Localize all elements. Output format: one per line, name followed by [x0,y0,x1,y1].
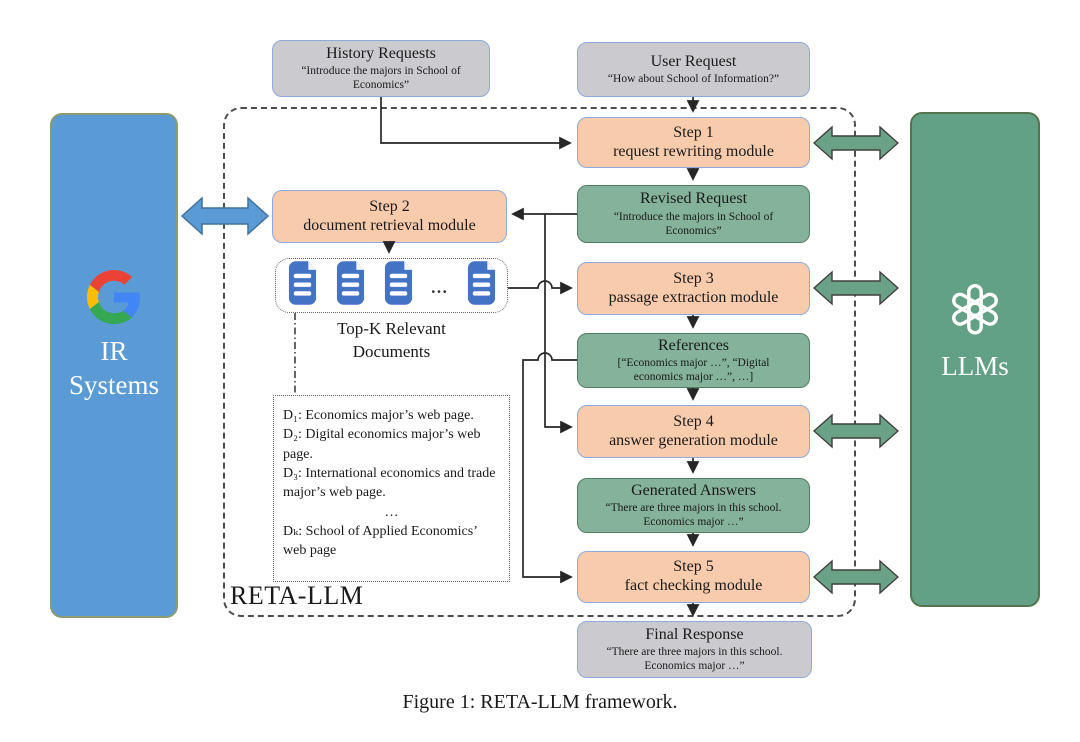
final-response-node: Final Response “There are three majors i… [577,621,812,678]
revised-request-node: Revised Request “Introduce the majors in… [577,185,810,243]
final-response-title: Final Response [645,625,744,643]
step5-node: Step 5 fact checking module [577,551,810,603]
final-response-quote: “There are three majors in this school. … [606,646,783,673]
llms-label: LLMs [941,351,1009,382]
step5-subtitle: fact checking module [624,577,763,594]
topk-label: Top-K Relevant Documents [275,318,508,364]
step2-node: Step 2 document retrieval module [272,190,507,243]
step4-subtitle: answer generation module [609,431,778,449]
llm-exchange-arrow-step3 [813,270,899,306]
llm-exchange-arrow-step4 [813,413,899,449]
step3-node: Step 3 passage extraction module [577,262,810,315]
step1-title: Step 1 [673,123,714,141]
google-g-icon [87,270,141,329]
ir-label-line2: Systems [68,370,160,400]
generated-answers-title: Generated Answers [631,481,756,499]
llm-exchange-arrow-step1 [813,125,899,161]
document-icon [287,261,318,310]
generated-answers-node: Generated Answers “There are three major… [577,478,810,533]
step4-node: Step 4 answer generation module [577,405,810,458]
generated-answers-quote: “There are three majors in this school. … [605,502,782,529]
doc-list-item: Dₖ: School of Applied Economics’ web pag… [283,523,477,559]
document-icon [466,261,497,310]
doc-list-item: D₃: International economics and trade ma… [283,465,496,501]
step1-node: Step 1 request rewriting module [577,117,810,168]
references-quote: [“Economics major …”, “Digital economics… [617,357,770,384]
history-requests-node: History Requests “Introduce the majors i… [272,40,490,97]
topk-label-line1: Top-K Relevant [337,319,446,338]
topk-documents-box: … [275,258,508,313]
history-requests-quote: “Introduce the majors in School of Econo… [301,65,461,92]
step4-title: Step 4 [673,412,714,430]
step3-subtitle: passage extraction module [608,288,779,306]
llm-exchange-arrow-step5 [813,559,899,595]
figure-caption: Figure 1: RETA-LLM framework. [402,691,678,713]
topk-label-line2: Documents [352,341,431,361]
frame-label: RETA-LLM [230,581,364,610]
doc-list-item: D₁: Economics major’s web page. [283,408,474,423]
references-title: References [657,336,730,354]
doc-list-item: D₂: Digital economics major’s web page. [283,427,481,462]
revised-request-title: Revised Request [639,190,748,208]
step2-subtitle: document retrieval module [303,216,476,234]
user-request-quote: “How about School of Information?” [607,73,780,86]
document-list-box: D₁: Economics major’s web page. D₂: Digi… [273,395,510,582]
step1-subtitle: request rewriting module [613,142,774,160]
step2-title: Step 2 [369,197,410,215]
document-icon [335,261,366,310]
user-request-node: User Request “How about School of Inform… [577,42,810,97]
ir-exchange-arrow [181,196,269,236]
doc-list-ellipsis: … [384,504,399,520]
step3-title: Step 3 [673,269,714,287]
history-requests-title: History Requests [326,44,436,62]
ir-systems-box: IR Systems [50,113,178,618]
revised-request-quote: “Introduce the majors in School of Econo… [613,210,774,237]
step5-title: Step 5 [673,558,714,576]
references-node: References [“Economics major …”, “Digita… [577,333,810,388]
llms-box: LLMs [910,112,1040,607]
user-request-title: User Request [650,52,737,70]
document-icon [383,261,414,310]
openai-icon [944,277,1006,344]
ir-label-line1: IR [100,336,128,367]
documents-ellipsis: … [430,277,449,297]
